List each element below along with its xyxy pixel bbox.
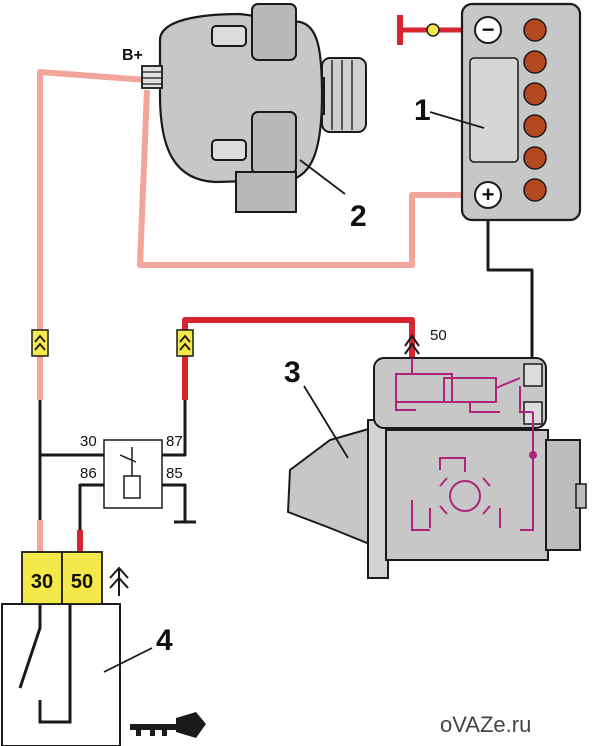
switch-housing [1, 603, 121, 746]
wire-bplus-pink [37, 69, 148, 400]
relay-contact [119, 447, 137, 476]
wire-battery-starter-black [486, 205, 534, 360]
battery-cell-6 [523, 178, 547, 202]
key-icon [130, 712, 206, 738]
connector-right [176, 329, 194, 357]
wire-generator-battery-pink [137, 89, 470, 268]
starter-solenoid [373, 357, 547, 429]
switch-terminal-50-plate [61, 551, 103, 605]
generator-lug-bottom [251, 111, 297, 175]
relay-terminal-30: 30 [80, 433, 97, 450]
battery [460, 2, 582, 222]
battery-cell-3 [523, 82, 547, 106]
callout-4: 4 [156, 624, 173, 657]
callout-1: 1 [414, 94, 431, 127]
generator-pulley [321, 57, 367, 133]
battery-cell-4 [523, 114, 547, 138]
battery-positive-terminal [474, 181, 502, 209]
battery-cell-5 [523, 146, 547, 170]
ignition-switch [1, 551, 121, 746]
switch-terminal-30-plate [21, 551, 63, 605]
wire-red-50 [182, 317, 415, 400]
relay [103, 439, 163, 509]
relay-coil [123, 475, 141, 499]
switch-arrow-icon [109, 566, 129, 596]
switch-blade [18, 604, 72, 724]
relay-terminal-87: 87 [166, 433, 183, 450]
generator-bplus-stud [141, 65, 163, 89]
starter-terminal-50-label: 50 [430, 327, 447, 344]
starter-nose [286, 426, 373, 547]
battery-negative-terminal [474, 16, 502, 44]
generator-bplus-label: B+ [122, 47, 143, 64]
battery-cell-2 [523, 50, 547, 74]
generator-lug-top [251, 3, 297, 61]
relay-terminal-85: 85 [166, 465, 183, 482]
battery-cell-1 [523, 18, 547, 42]
negative-lug [426, 23, 440, 37]
starter-motor [385, 429, 549, 561]
battery-positive-symbol: + [482, 182, 495, 207]
starter [286, 357, 587, 579]
generator [141, 3, 367, 213]
connector-left [31, 329, 49, 357]
relay-terminal-86: 86 [80, 465, 97, 482]
wire-relay85-ground [152, 483, 187, 522]
battery-negative-symbol: − [482, 17, 495, 42]
callout-2: 2 [350, 200, 367, 233]
switch-terminal-30-label: 30 [31, 571, 53, 593]
starter-internal-schematic [395, 358, 534, 531]
callout-3: 3 [284, 356, 301, 389]
switch-terminal-50-label: 50 [71, 571, 93, 593]
callout-leaders [103, 111, 485, 673]
starter-terminal-50-arrow [404, 334, 420, 355]
watermark: oVAZe.ru [440, 712, 531, 737]
